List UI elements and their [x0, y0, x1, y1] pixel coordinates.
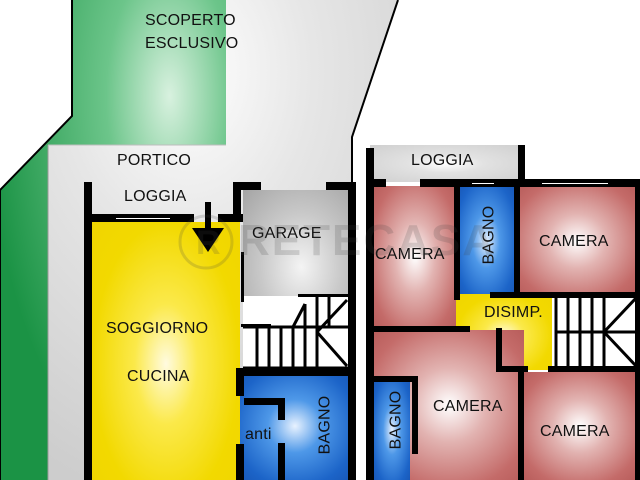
window: [540, 181, 610, 186]
loggia-label-ground: LOGGIA: [124, 188, 187, 205]
wall: [366, 148, 374, 480]
wall: [236, 444, 244, 480]
garden-shape: [0, 0, 226, 480]
wall: [420, 179, 640, 187]
bagno-room-ground: [240, 372, 350, 480]
wall: [326, 182, 356, 190]
stairs-first: [554, 294, 636, 370]
wall: [244, 398, 284, 405]
wall: [518, 145, 525, 185]
camera-1-label: CAMERA: [375, 246, 445, 263]
wall: [635, 179, 640, 480]
wall: [298, 294, 350, 297]
wall: [233, 182, 241, 222]
bagno-2-label: BAGNO: [387, 390, 405, 450]
wall: [241, 252, 244, 302]
wall: [233, 182, 261, 190]
wall: [278, 398, 285, 420]
window: [114, 216, 172, 221]
bagno-label-ground: BAGNO: [316, 395, 334, 455]
camera-4-label: CAMERA: [540, 423, 610, 440]
portico-label: PORTICO: [117, 152, 192, 169]
wall: [278, 443, 285, 480]
wall: [218, 214, 243, 222]
wall: [366, 179, 386, 187]
bagno-1-label: BAGNO: [480, 205, 498, 265]
camera-2-label: CAMERA: [539, 233, 609, 250]
cucina-label: CUCINA: [127, 368, 190, 385]
wall: [496, 328, 502, 370]
wall: [348, 182, 356, 480]
loggia-room-first: [370, 145, 522, 182]
disimpegno-label: DISIMP.: [484, 304, 543, 321]
bagno-1-room: [458, 186, 514, 296]
wall: [84, 182, 92, 480]
scoperto-label-line1: SCOPERTO: [145, 12, 236, 29]
wall: [412, 376, 418, 454]
arrow-down-icon: [192, 202, 224, 252]
wall: [518, 370, 524, 480]
camera-1-room: [374, 186, 456, 328]
garage-label: GARAGE: [252, 225, 322, 242]
soggiorno-cucina-room: [92, 222, 240, 480]
loggia-label-first: LOGGIA: [411, 152, 474, 169]
window: [470, 181, 496, 186]
soggiorno-label: SOGGIORNO: [106, 320, 209, 337]
wall: [496, 366, 528, 372]
stairs-area: [243, 296, 349, 370]
camera-2-room: [518, 186, 636, 296]
anti-label: anti: [245, 426, 272, 443]
wall: [454, 186, 460, 296]
camera-3-label: CAMERA: [433, 398, 503, 415]
wall: [454, 292, 460, 300]
wall: [236, 368, 244, 396]
scoperto-label-line2: ESCLUSIVO: [145, 35, 239, 52]
camera-4-room: [524, 372, 636, 480]
wall: [236, 368, 356, 376]
wall: [374, 326, 470, 332]
bagno-2-room: [374, 380, 410, 480]
stairs-ground: [243, 296, 349, 370]
wall: [514, 186, 520, 298]
wall: [374, 376, 418, 382]
